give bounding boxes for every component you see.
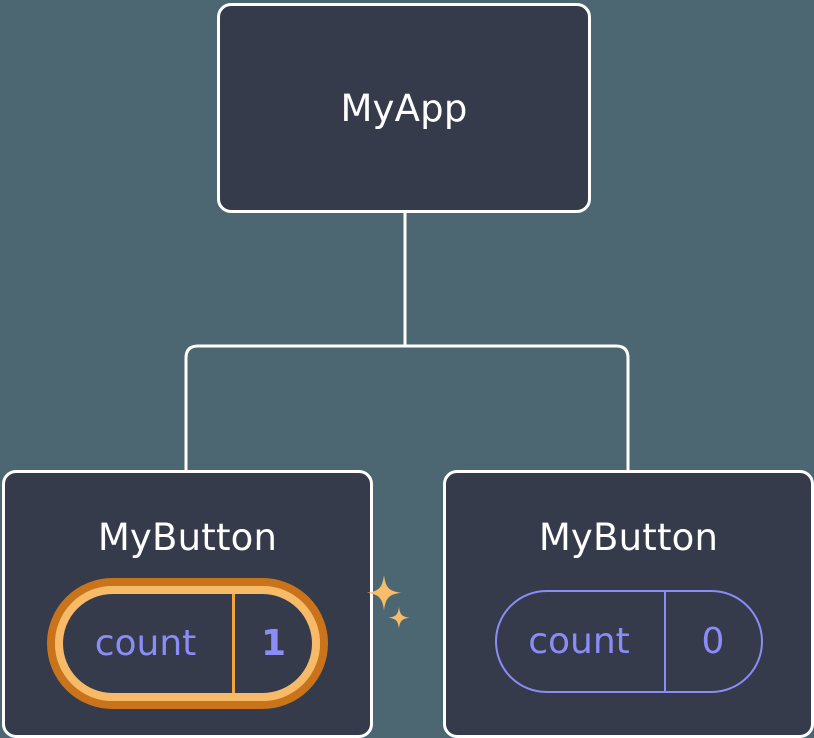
state-pill-count-plain[interactable]: count 0: [494, 590, 763, 693]
state-key-label: count: [94, 622, 197, 664]
sparkle-icon-large: [366, 575, 402, 611]
node-mybutton-left-title: MyButton: [97, 516, 278, 559]
node-mybutton-right[interactable]: MyButton count 0: [443, 470, 814, 738]
state-pill-inner: count 1: [55, 586, 320, 701]
node-myapp[interactable]: MyApp: [217, 3, 591, 213]
sparkle-icon-small: [388, 607, 410, 629]
node-mybutton-right-title: MyButton: [538, 516, 719, 559]
edge-branch-to-right-child: [405, 344, 630, 472]
state-pill-wrapper-right: count 0: [494, 590, 763, 693]
node-mybutton-left[interactable]: MyButton count 1: [2, 470, 410, 738]
node-myapp-title: MyApp: [340, 86, 468, 130]
state-pill-count-highlighted[interactable]: count 1: [47, 578, 328, 709]
state-value-label: 1: [232, 594, 312, 693]
state-value-label: 0: [663, 592, 761, 691]
state-key-label: count: [528, 620, 630, 662]
state-pill-wrapper-left: count 1: [47, 575, 410, 709]
sparkle-group: [366, 575, 410, 629]
edge-branch-to-left-child: [184, 344, 405, 472]
